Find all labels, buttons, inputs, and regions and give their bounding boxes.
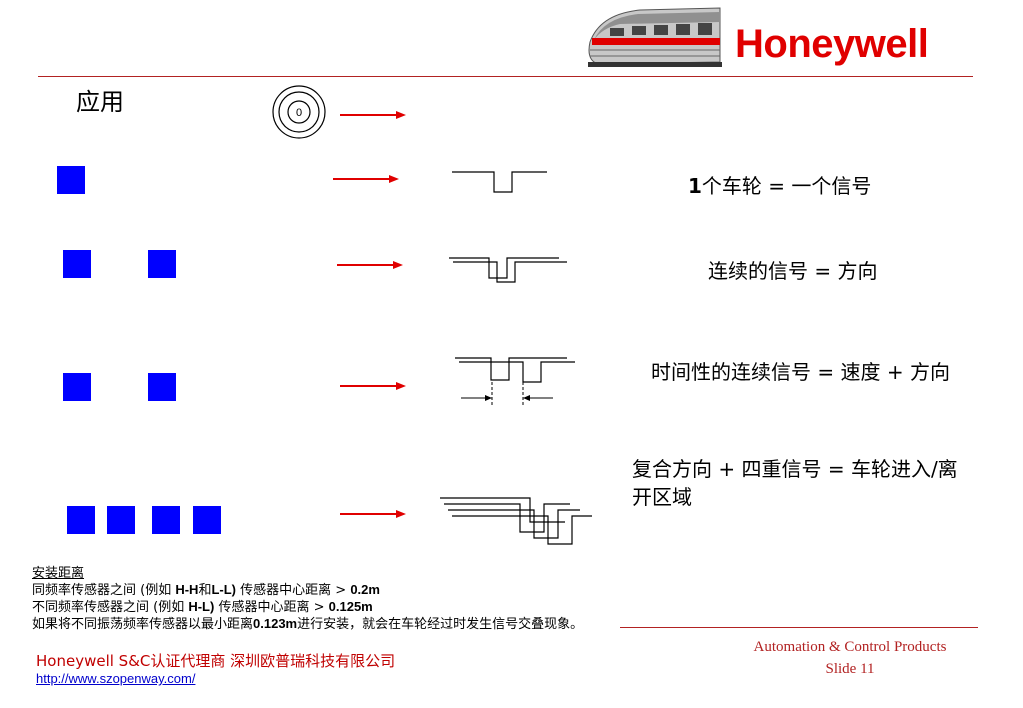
footer-divider	[620, 627, 978, 628]
row4-label: 复合方向 + 四重信号 = 车轮进入/离 开区域	[632, 455, 958, 511]
row3-label: 时间性的连续信号 = 速度 + 方向	[651, 360, 950, 384]
section-title: 应用	[76, 88, 124, 116]
arrow-icon	[333, 175, 399, 183]
footer-product-line: Automation & Control Products	[753, 639, 947, 655]
signal-waveform-quad	[440, 497, 592, 545]
wheel-square	[193, 506, 221, 534]
row1-label-bold: 1	[688, 174, 702, 198]
wheel-square	[148, 373, 176, 401]
notes-title: 安装距离	[32, 566, 85, 581]
wheel-square	[67, 506, 95, 534]
row1-label: 1个车轮 = 一个信号	[688, 170, 871, 199]
wheel-square	[63, 250, 91, 278]
footer-company: Honeywell S&C认证代理商 深圳欧普瑞科技有限公司	[36, 652, 396, 670]
signal-waveform-dual	[449, 257, 567, 283]
wheel-square	[152, 506, 180, 534]
wheel-square	[148, 250, 176, 278]
notes-line-3: 如果将不同振荡频率传感器以最小距离0.123m进行安装，就会在车轮经过时发生信号…	[32, 616, 584, 632]
footer-url-link[interactable]: http://www.szopenway.com/	[36, 671, 196, 686]
row2-label: 连续的信号 = 方向	[708, 259, 878, 283]
arrow-icon	[340, 382, 406, 390]
wheel-square	[107, 506, 135, 534]
signal-waveform-timed	[455, 357, 575, 407]
row4-label-line1: 复合方向 + 四重信号 = 车轮进入/离	[632, 457, 958, 481]
footer-slide-number: Slide 11	[825, 661, 875, 677]
arrow-icon	[340, 111, 406, 119]
installation-notes: 安装距离 同频率传感器之间 (例如 H-H和L-L) 传感器中心距离 > 0.2…	[32, 566, 583, 633]
sensor-symbol-icon: 0	[272, 85, 326, 139]
header-divider	[38, 76, 973, 77]
train-logo-icon	[588, 7, 722, 67]
row1-label-rest: 个车轮 = 一个信号	[701, 174, 872, 198]
wheel-square	[57, 166, 85, 194]
footer-slide-info: Automation & Control Products Slide 11	[730, 636, 970, 680]
row4-label-line2: 开区域	[632, 485, 692, 509]
arrow-icon	[337, 261, 403, 269]
notes-line-2: 不同频率传感器之间 (例如 H-L) 传感器中心距离 > 0.125m	[32, 599, 373, 615]
sensor-symbol-label: 0	[296, 107, 302, 119]
brand-logo: Honeywell	[735, 22, 929, 66]
notes-line-1: 同频率传感器之间 (例如 H-H和L-L) 传感器中心距离 > 0.2m	[32, 582, 380, 598]
wheel-square	[63, 373, 91, 401]
signal-waveform-single	[452, 171, 547, 193]
arrow-icon	[340, 510, 406, 518]
